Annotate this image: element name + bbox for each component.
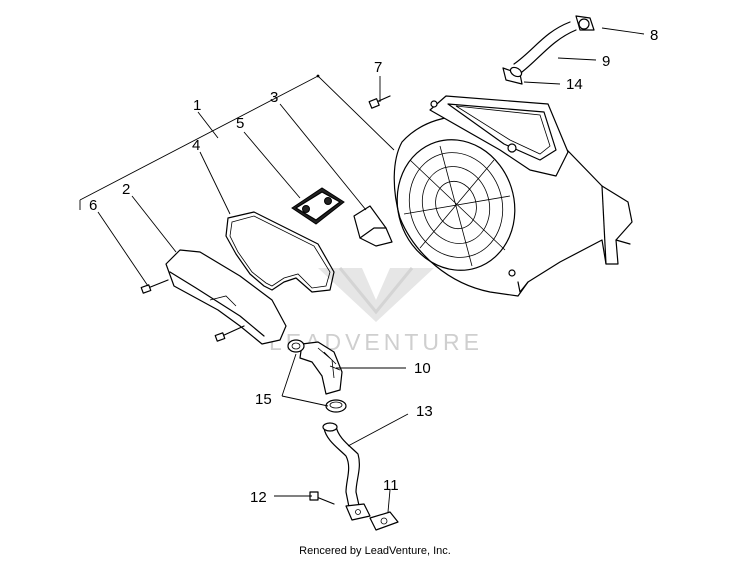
cover-plate: [165, 249, 287, 345]
callout-8: 8: [650, 27, 658, 44]
gasket: [225, 211, 335, 293]
callout-14: 14: [566, 76, 583, 93]
callout-numbers: 1 2 3 4 5 6 7 8 9 10 11 12 13 14 15: [89, 27, 658, 506]
callout-3: 3: [270, 89, 278, 106]
fan-cover-outer: [396, 139, 516, 271]
callout-13: 13: [416, 403, 433, 420]
callout-7: 7: [374, 59, 382, 76]
callout-6: 6: [89, 197, 97, 214]
callout-12: 12: [250, 489, 267, 506]
callout-2: 2: [122, 181, 130, 198]
filter-element: [291, 187, 345, 225]
kit-bracket: [79, 74, 395, 210]
callout-10: 10: [414, 360, 431, 377]
callout-1: 1: [193, 97, 201, 114]
bolt-7: [368, 95, 391, 109]
fan-housing: [393, 95, 633, 297]
breather-hose: [502, 15, 595, 85]
callout-9: 9: [602, 53, 610, 70]
callout-4: 4: [192, 137, 200, 154]
callout-5: 5: [236, 115, 244, 132]
footer-credit: Rencered by LeadVenture, Inc.: [299, 545, 451, 557]
filter-pad: [353, 205, 393, 247]
leader-lines: [97, 27, 645, 513]
gasket-11: [369, 511, 399, 531]
clamp-15-upper: [287, 339, 305, 353]
drain-tube: [322, 422, 371, 521]
elbow-hose: [287, 339, 347, 413]
bolt-12: [309, 491, 335, 505]
callout-15: 15: [255, 391, 272, 408]
watermark-logo-inner: [338, 267, 414, 315]
screws-6: [140, 279, 245, 342]
watermark-logo: [318, 268, 434, 322]
callout-11: 11: [383, 477, 399, 494]
